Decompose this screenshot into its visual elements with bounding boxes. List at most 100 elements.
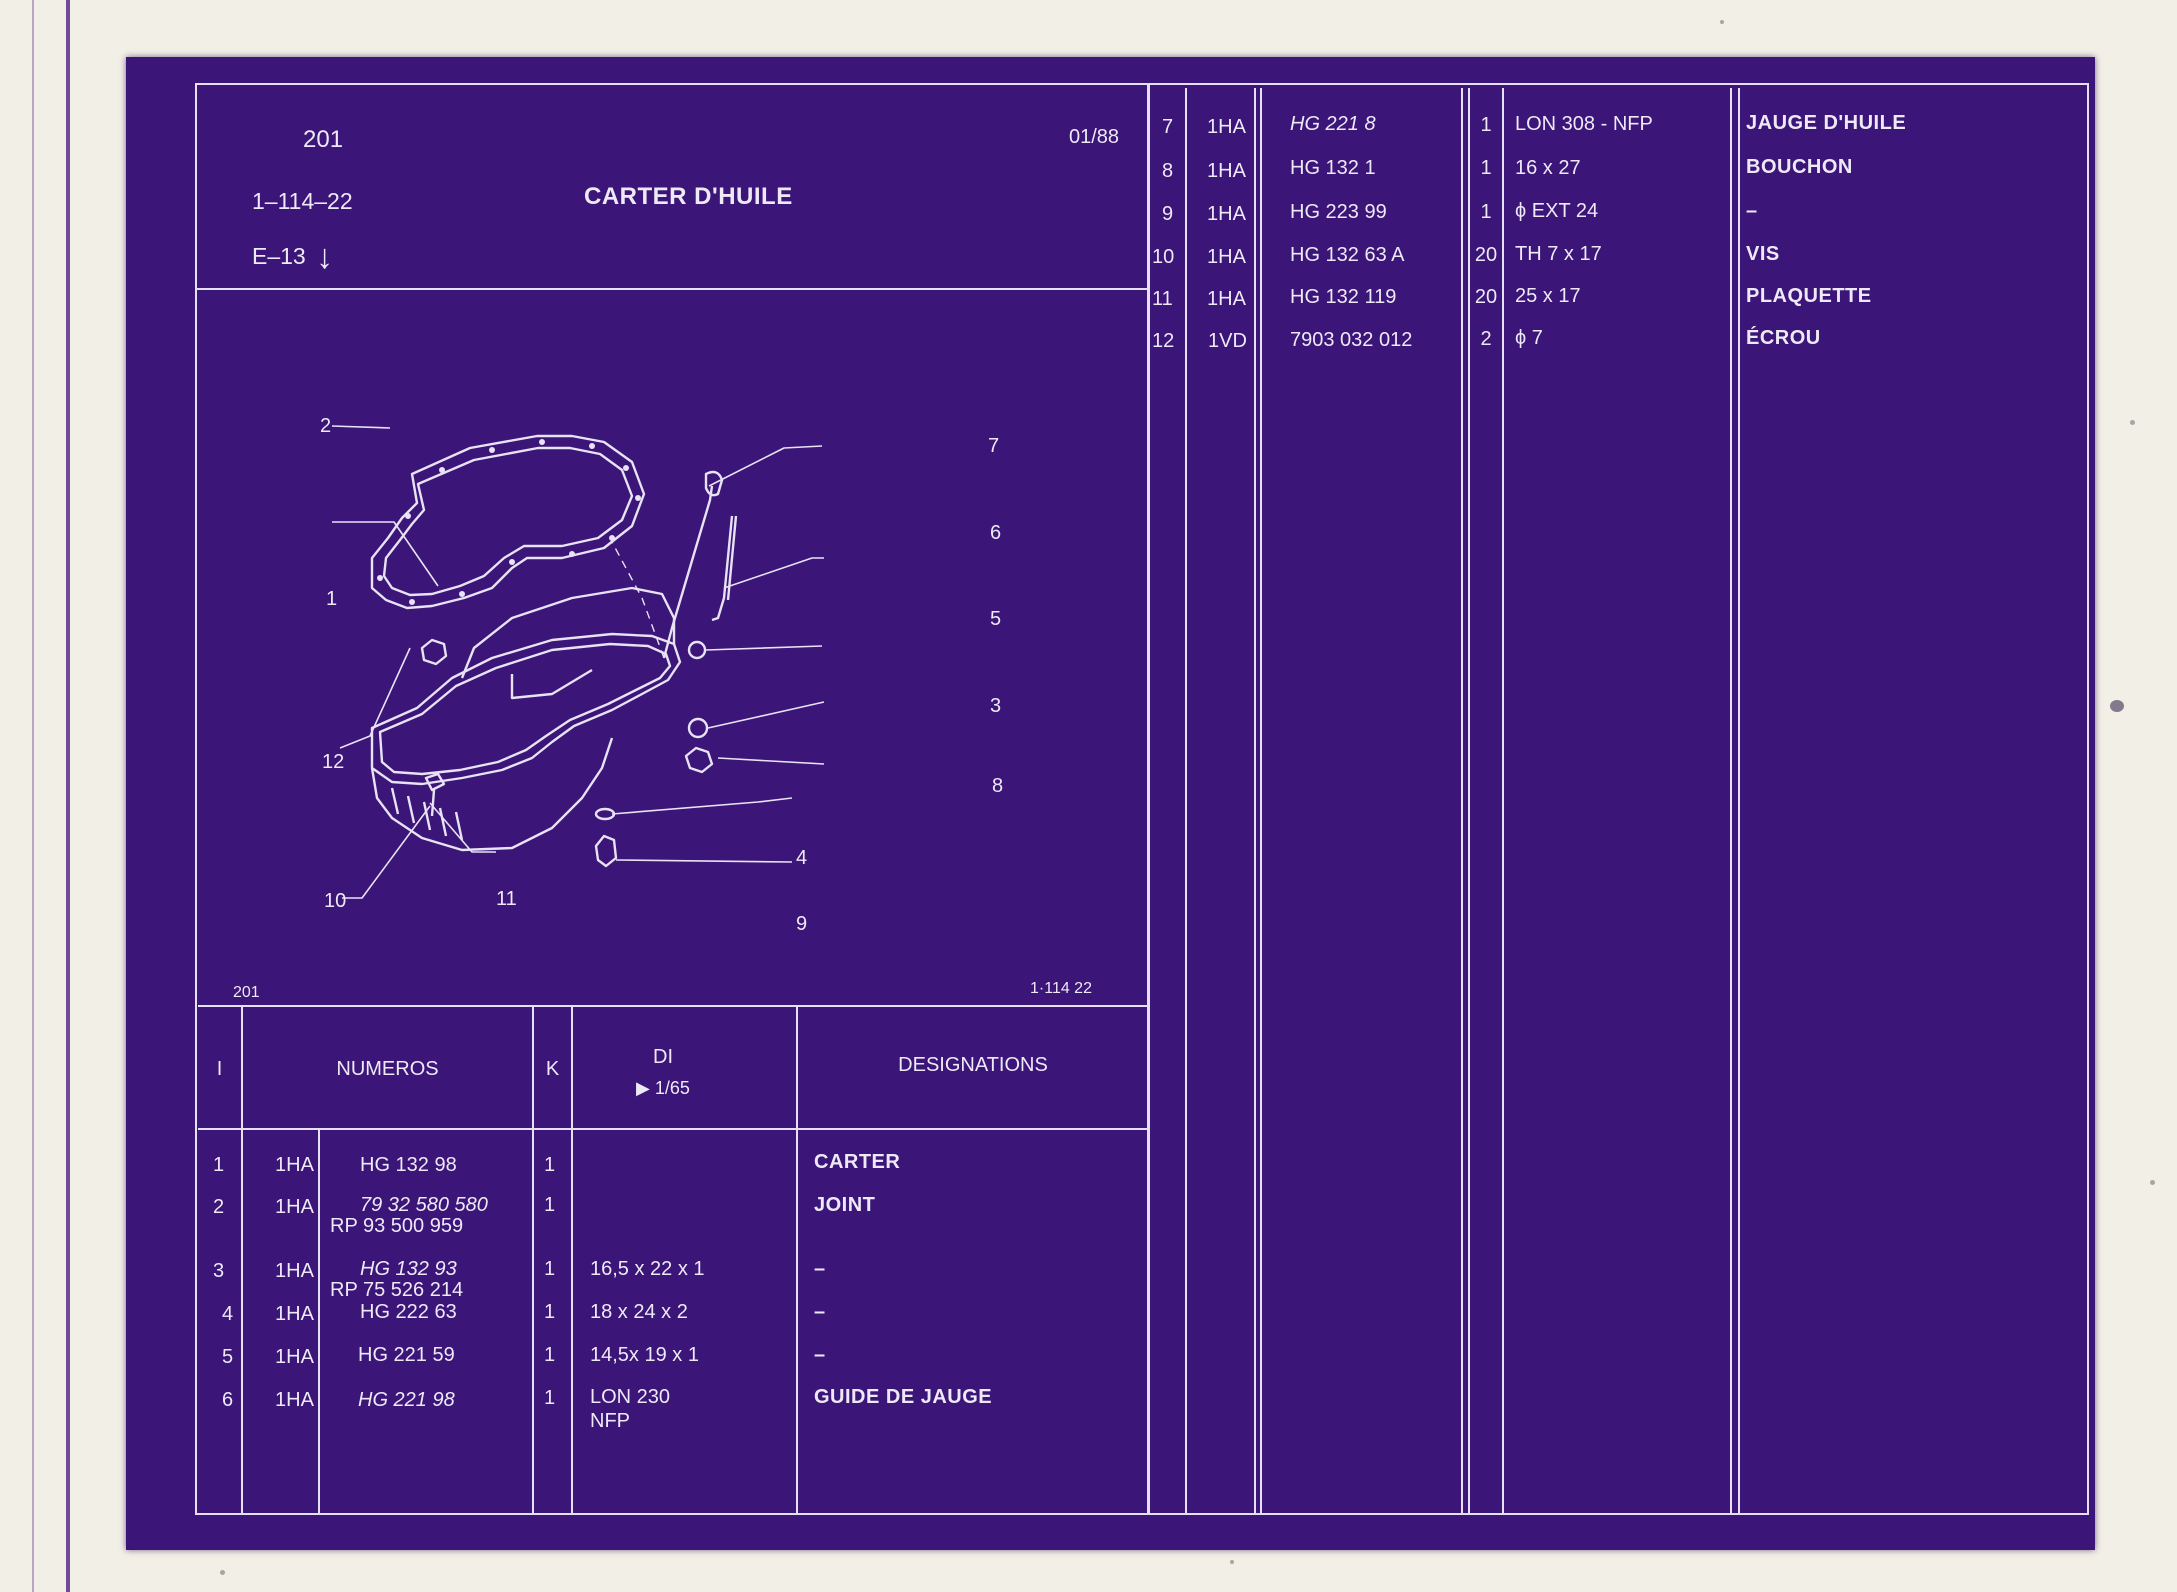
row-designation: CARTER [814,1151,901,1173]
col-rule [571,1005,573,1515]
row-index: 8 [1162,160,1174,182]
oil-pan-flange-inner [378,642,672,776]
row-dimensions: LON 230 [590,1386,671,1408]
col-header-k: K [545,1058,560,1080]
col-rule [796,1005,798,1515]
gasket-outline [370,434,646,610]
row-dimensions: 16 x 27 [1515,157,1581,179]
col-header-index: I [216,1058,223,1080]
row-quantity: 1 [544,1344,556,1366]
paper-speck [2130,420,2135,425]
row-designation: – [1746,200,1758,222]
blueprint-sheet [126,57,2095,1550]
row-part-number: HG 132 93 [360,1258,457,1280]
row-designation: VIS [1746,243,1780,265]
washer-3 [687,717,709,739]
row-index: 10 [1152,246,1175,268]
col-rule [1502,88,1504,1515]
issue-date: 01/88 [1069,126,1120,148]
callout-6: 6 [990,522,1002,544]
column-header-rule [198,1128,1150,1130]
row-dimensions: 18 x 24 x 2 [590,1301,688,1323]
row-dimensions: 14,5x 19 x 1 [590,1344,699,1366]
col-rule [1260,88,1262,1515]
oil-pan-flange [370,632,682,786]
col-rule [1185,88,1187,1515]
callout-11: 11 [496,888,517,910]
row-dimensions: LON 308 - NFP [1515,113,1653,135]
row-quantity: 1 [544,1154,556,1176]
row-code: 1HA [275,1196,314,1218]
callout-4: 4 [796,847,808,869]
col-rule [1468,88,1470,1515]
callout-12: 12 [322,751,345,773]
row-index: 12 [1152,330,1175,352]
row-designation: – [814,1258,826,1280]
row-designation: PLAQUETTE [1746,285,1872,307]
row-code: 1VD [1208,330,1247,352]
col-rule [1254,88,1256,1515]
sheet-frame [195,83,2089,1515]
dipstick-rod [662,485,714,659]
col-rule [532,1005,534,1515]
exploded-view-drawing [212,318,1150,1003]
row-designation: ÉCROU [1746,327,1821,349]
dipstick-handle [704,470,724,497]
row-designation: JAUGE D'HUILE [1746,112,1907,134]
callout-10: 10 [324,890,347,912]
model-number: 201 [303,126,344,153]
row-code: 1HA [275,1154,314,1176]
callout-8: 8 [992,775,1004,797]
row-part-number: HG 132 1 [1290,157,1376,179]
binding-margin-line [66,0,70,1592]
paper-speck [1720,20,1724,24]
row-index: 2 [213,1196,225,1218]
row-quantity: 1 [1480,201,1492,223]
paper-speck [2150,1180,2155,1185]
row-designation: – [814,1301,826,1323]
row-quantity: 20 [1474,244,1498,266]
header-divider [195,288,1147,290]
row-part-number: HG 223 99 [1290,201,1387,223]
col-header-di: DI [653,1046,673,1068]
oil-pan-diagram [331,425,825,899]
dipstick-guide [711,515,734,622]
dipstick-guide-edge [726,515,738,601]
row-code: 1HA [275,1303,314,1325]
row-index: 9 [1162,203,1174,225]
paper-speck [220,1570,225,1575]
row-part-number: HG 222 63 [360,1301,457,1323]
callout-5: 5 [990,608,1002,630]
row-code: 1HA [1207,203,1246,225]
binding-edge [32,0,34,1592]
drawing-footer-model: 201 [233,984,260,1001]
row-part-number: 7903 032 012 [1290,329,1413,351]
row-index: 3 [213,1260,225,1282]
reference-number: 1–114–22 [252,188,353,214]
plug-8 [684,746,714,774]
row-quantity: 1 [544,1258,556,1280]
row-index: 7 [1162,116,1174,138]
col-header-designations: DESIGNATIONS [898,1054,1048,1076]
paper-speck [2110,700,2124,712]
oil-pan-baffle [510,668,593,700]
row-dimensions: 16,5 x 22 x 1 [590,1258,705,1280]
col-rule [241,1005,243,1515]
row-dimensions-line2: NFP [590,1410,630,1432]
row-index: 1 [213,1154,225,1176]
row-part-number: HG 221 59 [358,1344,455,1366]
row-designation: JOINT [814,1194,876,1216]
row-code: 1HA [1207,246,1246,268]
row-code: 1HA [1207,116,1246,138]
row-code: 1HA [1207,288,1246,310]
col-rule [1738,88,1740,1515]
row-dimensions: ϕ 7 [1515,327,1543,349]
row-quantity: 1 [1480,157,1492,179]
col-rule [318,1128,320,1515]
row-dimensions: 25 x 17 [1515,285,1581,307]
row-code: 1HA [275,1389,314,1411]
row-quantity: 1 [544,1387,556,1409]
grid-reference: E–13 [252,243,306,269]
row-part-number: HG 132 63 A [1290,244,1405,266]
bolt-9 [594,834,618,868]
